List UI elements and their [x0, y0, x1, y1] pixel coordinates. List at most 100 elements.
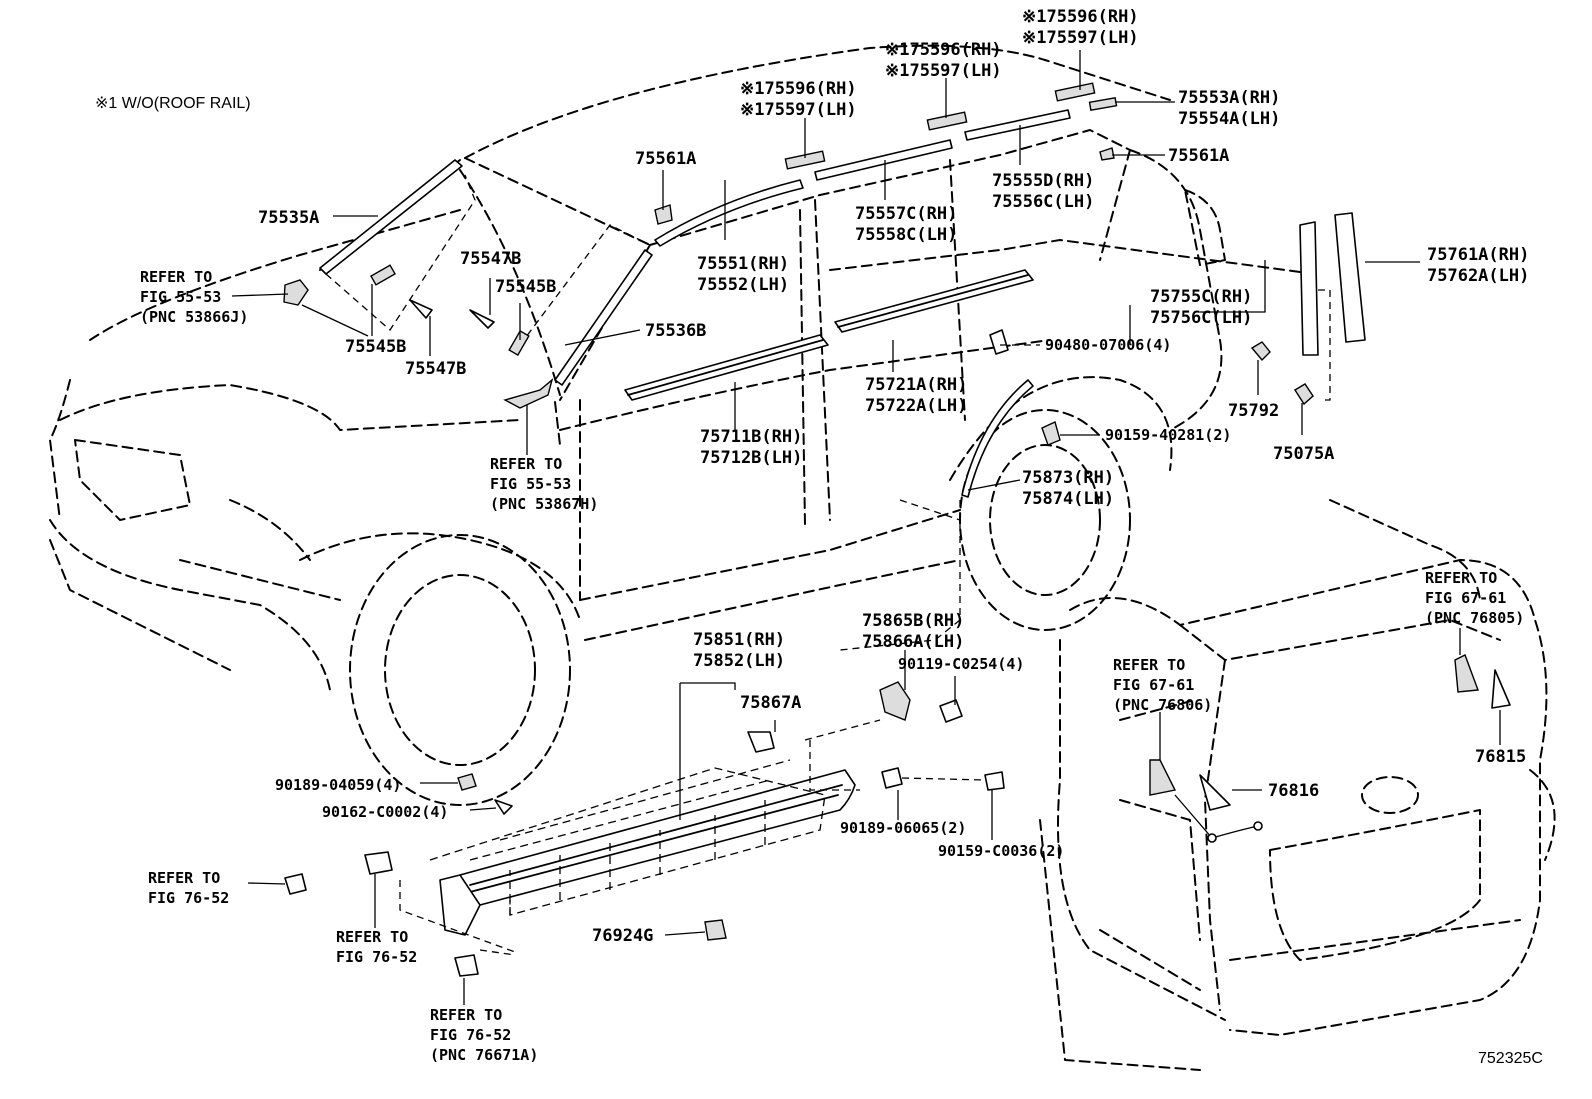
clip-75792 — [1250, 341, 1271, 362]
clip-53866j — [283, 279, 309, 306]
screw-75547b-top — [469, 309, 495, 329]
label-75596-rh-c: ※175596(RH) — [740, 79, 857, 99]
ref4-line3: (PNC 76806) — [1113, 696, 1212, 714]
label-75755c: 75755C(RH) — [1150, 287, 1252, 307]
label-75547b-top: 75547B — [460, 249, 521, 269]
roof-cap-c — [1054, 82, 1096, 102]
ref4-line1: REFER TO — [1113, 656, 1185, 674]
ref3-line2: FIG 67-61 — [1425, 589, 1506, 607]
clip-53867h — [503, 378, 554, 409]
ref6-line1: REFER TO — [336, 928, 408, 946]
label-75545b-top: 75545B — [495, 277, 556, 297]
garnish-75761a-1 — [1299, 221, 1319, 356]
moulding-75536b — [554, 249, 653, 386]
label-75867a: 75867A — [740, 693, 801, 713]
label-76815: 76815 — [1475, 747, 1526, 767]
label-75552: 75552(LH) — [697, 275, 789, 295]
rocker-end-piece — [439, 874, 481, 936]
label-75762a: 75762A(LH) — [1427, 266, 1529, 286]
ref7-line2: FIG 76-52 — [430, 1026, 511, 1044]
label-75866a: 75866A(LH) — [862, 632, 964, 652]
note-roof-rail: ※1 W/O(ROOF RAIL) — [95, 95, 251, 112]
label-75551: 75551(RH) — [697, 254, 789, 274]
part-labels: ※1 W/O(ROOF RAIL) ※175596(RH) ※175597(LH… — [95, 7, 1543, 1067]
roof-moulding-75555d — [964, 109, 1071, 141]
label-75852: 75852(LH) — [693, 651, 785, 671]
ref2-line2: FIG 55-53 — [490, 475, 571, 493]
label-75761a: 75761A(RH) — [1427, 245, 1529, 265]
rear-view-outline — [1039, 499, 1556, 1071]
label-75557c: 75557C(RH) — [855, 204, 957, 224]
clip-75075a — [1294, 383, 1314, 406]
arch-moulding-75873 — [961, 379, 1034, 498]
label-75547b-bottom: 75547B — [405, 359, 466, 379]
rocker-panel-75851 — [459, 769, 856, 906]
label-75873: 75873(RH) — [1022, 468, 1114, 488]
label-75712b: 75712B(LH) — [700, 448, 802, 468]
garnish-76806 — [1149, 759, 1177, 796]
ref5-line1: REFER TO — [148, 869, 220, 887]
ref6-line2: FIG 76-52 — [336, 948, 417, 966]
label-75554a: 75554A(LH) — [1178, 109, 1280, 129]
roof-cap-b — [926, 111, 968, 131]
nut-90189-06065 — [881, 767, 903, 789]
roof-end-75553a — [1088, 96, 1118, 112]
label-75545b-bottom: 75545B — [345, 337, 406, 357]
roof-moulding-75557c — [814, 139, 953, 181]
label-75756c: 75756C(LH) — [1150, 308, 1252, 328]
label-90159-c0036: 90159-C0036(2) — [938, 842, 1064, 860]
label-75561a-right: 75561A — [1168, 146, 1229, 166]
ref1-line1: REFER TO — [140, 268, 212, 286]
label-76924g: 76924G — [592, 926, 653, 946]
label-75596-rh-a: ※175596(RH) — [1022, 7, 1139, 27]
label-90162: 90162-C0002(4) — [322, 803, 448, 821]
diagram-code: 752325C — [1478, 1050, 1543, 1067]
label-75874: 75874(LH) — [1022, 489, 1114, 509]
label-75792: 75792 — [1228, 401, 1279, 421]
parts — [283, 82, 1511, 977]
label-75596-rh-b: ※175596(RH) — [885, 40, 1002, 60]
label-75553a: 75553A(RH) — [1178, 88, 1280, 108]
clip-75561a-right — [1099, 147, 1115, 161]
label-75721a: 75721A(RH) — [865, 375, 967, 395]
clip-75867a — [747, 731, 775, 753]
ref2-line3: (PNC 53867H) — [490, 495, 598, 513]
label-75597-lh-c: ※175597(LH) — [740, 100, 857, 120]
ref7-line1: REFER TO — [430, 1006, 502, 1024]
garnish-75761a-2 — [1334, 212, 1366, 343]
bolt-90119 — [939, 699, 963, 723]
label-76816: 76816 — [1268, 781, 1319, 801]
ref4-line2: FIG 67-61 — [1113, 676, 1194, 694]
screw-90480 — [989, 329, 1009, 355]
garnish-76816 — [1199, 774, 1231, 811]
label-75597-lh-a: ※175597(LH) — [1022, 28, 1139, 48]
roof-cap-a — [784, 150, 826, 170]
screw-75547b-bottom — [409, 299, 433, 319]
clip-76924g — [704, 919, 727, 941]
label-75536b: 75536B — [645, 321, 706, 341]
label-90159-40281: 90159-40281(2) — [1105, 426, 1231, 444]
bracket-75865b — [879, 681, 911, 721]
clip-ref-76-52-c — [454, 954, 479, 977]
label-75865b: 75865B(RH) — [862, 611, 964, 631]
ref7-line3: (PNC 76671A) — [430, 1046, 538, 1064]
label-90480: 90480-07006(4) — [1045, 336, 1171, 354]
label-75851: 75851(RH) — [693, 630, 785, 650]
garnish-76805 — [1454, 654, 1479, 693]
roof-moulding-75551 — [654, 179, 804, 247]
label-75535a: 75535A — [258, 208, 319, 228]
ref3-line3: (PNC 76805) — [1425, 609, 1524, 627]
label-90119: 90119-C0254(4) — [898, 655, 1024, 673]
moulding-75535a — [319, 159, 463, 275]
label-90189-04059: 90189-04059(4) — [275, 776, 401, 794]
clip-75545b-top — [508, 330, 530, 356]
screw-90159-40281 — [1041, 421, 1061, 446]
label-75555d: 75555D(RH) — [992, 171, 1094, 191]
label-75561a-left: 75561A — [635, 149, 696, 169]
ref5-line2: FIG 76-52 — [148, 889, 229, 907]
label-75556c: 75556C(LH) — [992, 192, 1094, 212]
ref2-line1: REFER TO — [490, 455, 562, 473]
label-75597-lh-b: ※175597(LH) — [885, 61, 1002, 81]
screw-90159-c0036 — [984, 771, 1005, 791]
garnish-76815 — [1491, 669, 1511, 709]
